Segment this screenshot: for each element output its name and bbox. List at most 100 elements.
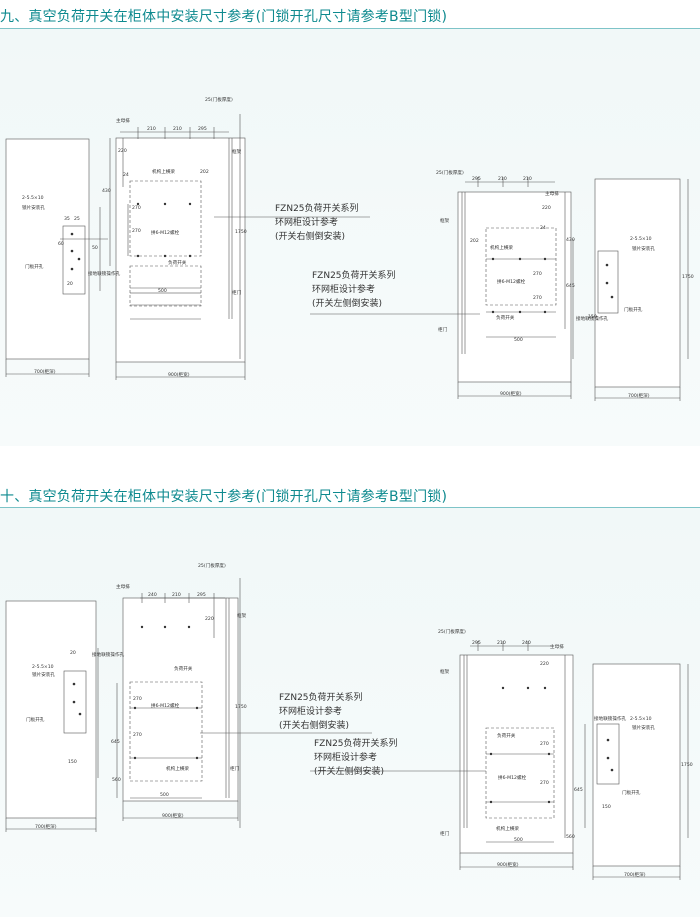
s10r-dim-150: 150 xyxy=(602,804,611,810)
s9l-main-bus: 主母排 xyxy=(116,117,130,124)
s10l-dim-645: 645 xyxy=(111,739,120,745)
s10r-interlock: 接地联锁操作孔 xyxy=(594,715,627,722)
s10-note-right-3: (开关右侧倒安装) xyxy=(279,719,349,731)
s9l-load-switch: 负荷开关 xyxy=(168,259,187,266)
s9r-dim-220: 220 xyxy=(542,205,551,211)
s10-note-right-2: 环网柜设计参考 xyxy=(279,705,342,717)
s9l-door-hole: 门板开孔 xyxy=(25,263,44,270)
s9l-lock-mount: 锁片安装孔 xyxy=(22,204,45,211)
s10r-top-beam: 机构上横梁 xyxy=(496,825,519,832)
section-9-panel: 25(门板厚度) 主母排 210 210 295 430 220 202 24 … xyxy=(0,29,700,446)
s9r-dim-700: 700(柜深) xyxy=(628,392,650,399)
s10l-dim-270b: 270 xyxy=(133,732,142,738)
s9r-dim-top-2: 210 xyxy=(523,176,532,182)
s10r-dim-900: 900(柜宽) xyxy=(497,861,519,868)
s9-note-left-1: FZN25负荷开关系列 xyxy=(312,269,396,281)
s9l-dim-700: 700(柜深) xyxy=(34,368,56,375)
s9l-dim-top-1: 210 xyxy=(173,126,182,132)
s9l-dim-top-2: 295 xyxy=(198,126,207,132)
s10r-dim-top-0: 295 xyxy=(472,640,481,646)
s10r-dim-500: 500 xyxy=(514,837,523,843)
s10l-frame: 框架 xyxy=(237,612,247,619)
section-10-drawings: 25(门板厚度) 主母排 240 210 295 220 270 270 645… xyxy=(5,562,693,880)
s9r-load-switch: 负荷开关 xyxy=(496,314,515,321)
s9l-dim-25: 25 xyxy=(74,216,80,222)
s9r-dim-645: 645 xyxy=(566,283,575,289)
s10r-dim-270b: 270 xyxy=(540,780,549,786)
s9l-dim-202: 202 xyxy=(200,169,209,175)
s9r-door-hole: 门板开孔 xyxy=(624,306,643,313)
s10l-door: 柜门 xyxy=(230,765,240,772)
s10r-door-thickness: 25(门板厚度) xyxy=(438,628,466,635)
s9l-door: 柜门 xyxy=(232,289,242,296)
s10l-door-thickness: 25(门板厚度) xyxy=(198,562,226,569)
s9r-dim-150: 150 xyxy=(588,314,597,320)
s10r-frame: 框架 xyxy=(440,668,450,675)
s10l-dim-top-0: 240 xyxy=(148,592,157,598)
s10r-dim-270a: 270 xyxy=(540,741,549,747)
s10-note-left-2: 环网柜设计参考 xyxy=(314,751,377,763)
s10-note-left-1: FZN25负荷开关系列 xyxy=(314,737,398,749)
s9l-lock-holes: 2-5.5×10 xyxy=(22,195,44,201)
s10l-interlock: 接地联锁操作孔 xyxy=(92,651,125,658)
s10l-dim-900: 900(柜宽) xyxy=(162,812,184,819)
s9r-dim-270b: 270 xyxy=(533,295,542,301)
s9l-dim-430: 430 xyxy=(102,188,111,194)
s9r-dim-top-0: 295 xyxy=(472,176,481,182)
section-9-rule xyxy=(0,28,700,29)
s9l-dim-1750: 1750 xyxy=(235,229,247,235)
s10r-load-switch: 负荷开关 xyxy=(497,732,516,739)
s10r-door-hole: 门板开孔 xyxy=(622,789,641,796)
s9r-interlock: 接地联锁操作孔 xyxy=(576,315,609,322)
s9-note-right-1: FZN25负荷开关系列 xyxy=(275,202,359,214)
s10l-dim-560: 560 xyxy=(112,777,121,783)
s9r-top-beam: 机构上横梁 xyxy=(490,244,513,251)
s9r-door-thickness: 25(门板厚度) xyxy=(436,169,464,176)
s9r-dim-24: 24 xyxy=(540,225,546,231)
s9l-dim-270b: 270 xyxy=(132,228,141,234)
s9-note-left-3: (开关左侧倒安装) xyxy=(312,297,382,309)
s9r-dim-270a: 270 xyxy=(533,271,542,277)
s10r-dim-1750: 1750 xyxy=(681,762,693,768)
section-9-drawings: 25(门板厚度) 主母排 210 210 295 430 220 202 24 … xyxy=(5,96,694,401)
s10l-dim-top-2: 295 xyxy=(197,592,206,598)
s10l-main-bus: 主母排 xyxy=(116,583,130,590)
s10l-lock-holes: 2-5.5×10 xyxy=(32,664,54,670)
s10r-door: 柜门 xyxy=(440,830,450,837)
s9l-bolts: 拼6-M12螺栓 xyxy=(151,229,180,236)
s9-note-left-2: 环网柜设计参考 xyxy=(312,283,375,295)
s10r-dim-645: 645 xyxy=(574,787,583,793)
section-10-rule xyxy=(0,507,700,508)
s9l-dim-500: 500 xyxy=(158,288,167,294)
s9r-frame: 框架 xyxy=(440,217,450,224)
s9l-dim-220: 220 xyxy=(118,148,127,154)
s9r-dim-top-1: 210 xyxy=(498,176,507,182)
s10r-bolts: 拼6-M12螺栓 xyxy=(498,774,527,781)
s9l-frame: 框架 xyxy=(232,148,242,155)
s10r-dim-220: 220 xyxy=(540,661,549,667)
s10l-dim-220: 220 xyxy=(205,616,214,622)
s9l-dim-35: 35 xyxy=(64,216,70,222)
s9l-top-beam: 机构上横梁 xyxy=(152,168,175,175)
s9r-dim-202: 202 xyxy=(470,238,479,244)
s10r-dim-top-2: 240 xyxy=(522,640,531,646)
s10l-dim-20: 20 xyxy=(70,650,76,656)
s9r-dim-500: 500 xyxy=(514,337,523,343)
s10l-bolts: 拼6-M12螺栓 xyxy=(151,702,180,709)
s9r-dim-1750: 1750 xyxy=(682,274,694,280)
s9r-dim-900: 900(柜宽) xyxy=(500,390,522,397)
s9r-main-bus: 主母排 xyxy=(545,190,559,197)
s9l-dim-top-0: 210 xyxy=(147,126,156,132)
s9l-door-thickness: 25(门板厚度) xyxy=(205,96,233,103)
s10l-dim-1750: 1750 xyxy=(235,704,247,710)
s10r-dim-560: 560 xyxy=(566,834,575,840)
s9r-dim-430: 430 xyxy=(566,237,575,243)
s10r-lock-mount: 锁片安装孔 xyxy=(632,724,655,731)
s9l-dim-270a: 270 xyxy=(132,205,141,211)
s9l-dim-50: 50 xyxy=(92,245,98,251)
s10l-dim-150: 150 xyxy=(68,759,77,765)
s9r-bolts: 拼6-M12螺栓 xyxy=(497,278,526,285)
s9r-lock-holes: 2-5.5×10 xyxy=(630,236,652,242)
s10-note-right-1: FZN25负荷开关系列 xyxy=(279,691,363,703)
s10l-top-beam: 机构上横梁 xyxy=(166,765,189,772)
